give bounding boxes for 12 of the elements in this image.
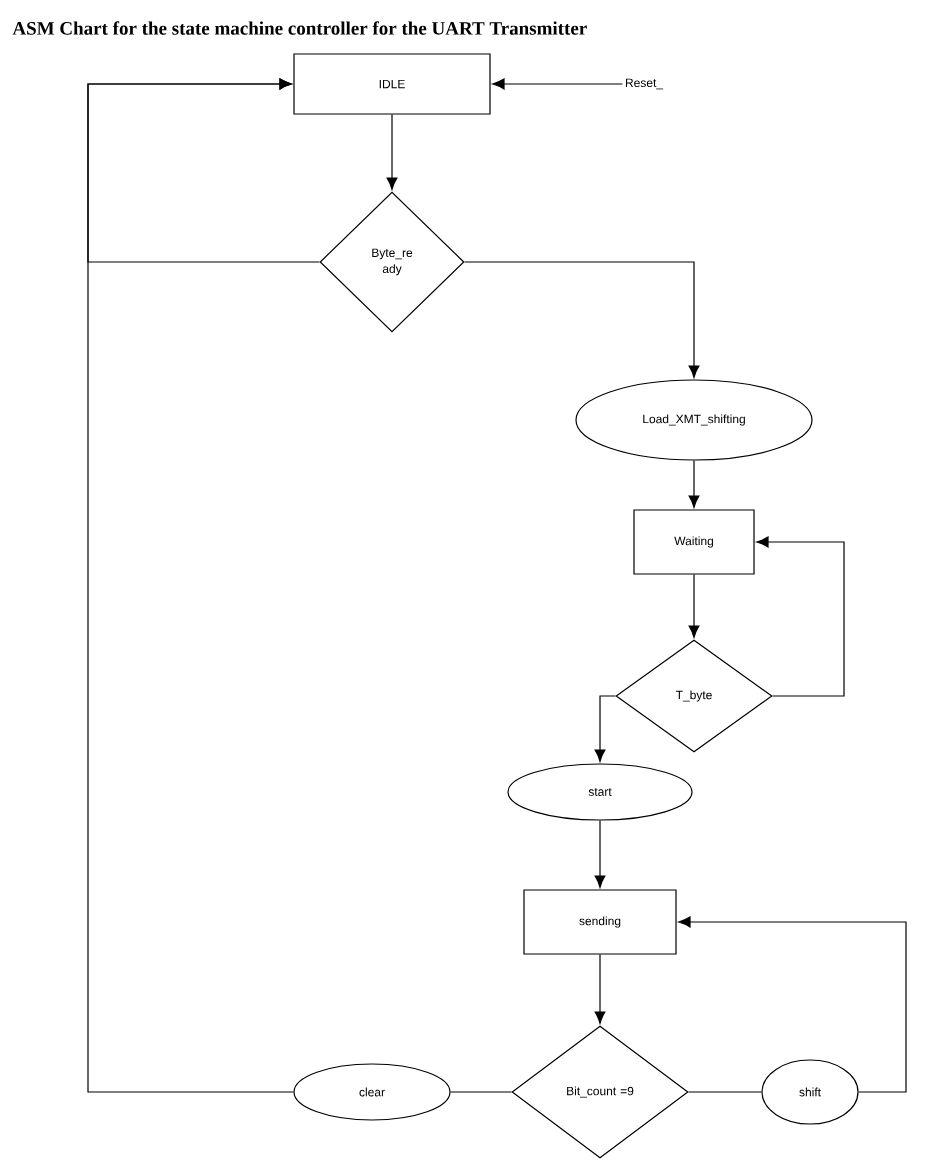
- arrow: [594, 820, 606, 888]
- arrow: [688, 460, 700, 508]
- arrow: [594, 954, 606, 1024]
- arrow: [492, 78, 623, 90]
- arrow: [87, 78, 294, 1093]
- arrow: [464, 261, 700, 378]
- arrow: [756, 536, 845, 697]
- arrow: [386, 114, 398, 190]
- arrow: [678, 916, 907, 1093]
- arrow: [688, 574, 700, 638]
- arrow: [594, 695, 616, 762]
- title: ASM Chart for the state machine controller for the UART Transmitter: [12, 21, 587, 35]
